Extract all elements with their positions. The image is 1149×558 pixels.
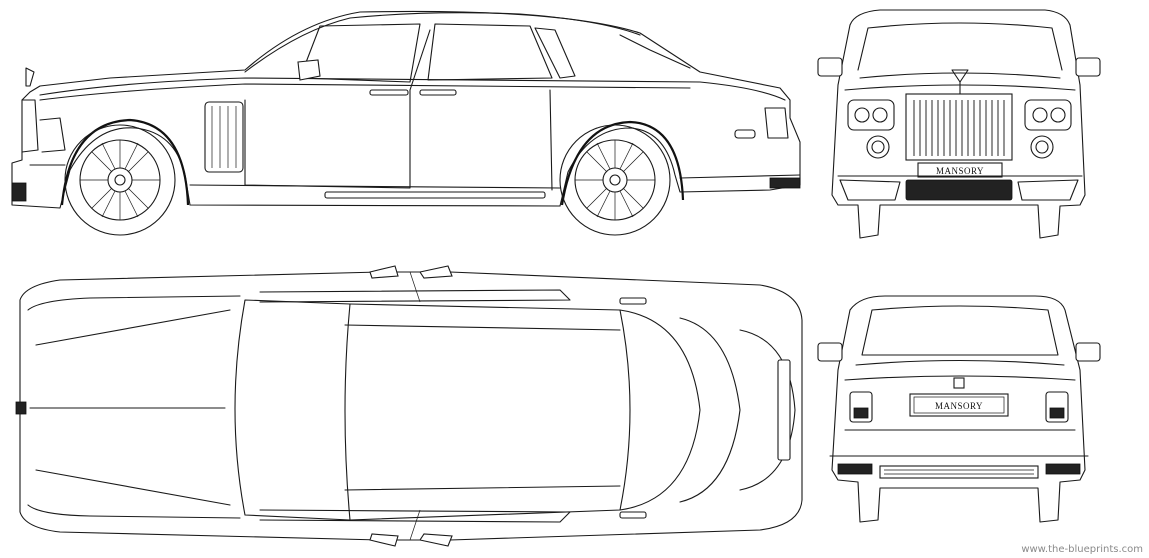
front-plate-text: MANSORY: [936, 166, 984, 176]
top-view: [15, 265, 803, 547]
rear-plate-text: MANSORY: [935, 401, 983, 411]
front-wheel: [64, 124, 176, 236]
front-view: MANSORY: [817, 9, 1101, 239]
side-view: [11, 10, 801, 236]
rear-wheel: [559, 124, 671, 236]
rear-view: MANSORY: [817, 295, 1101, 523]
watermark-text: www.the-blueprints.com: [1021, 544, 1143, 555]
